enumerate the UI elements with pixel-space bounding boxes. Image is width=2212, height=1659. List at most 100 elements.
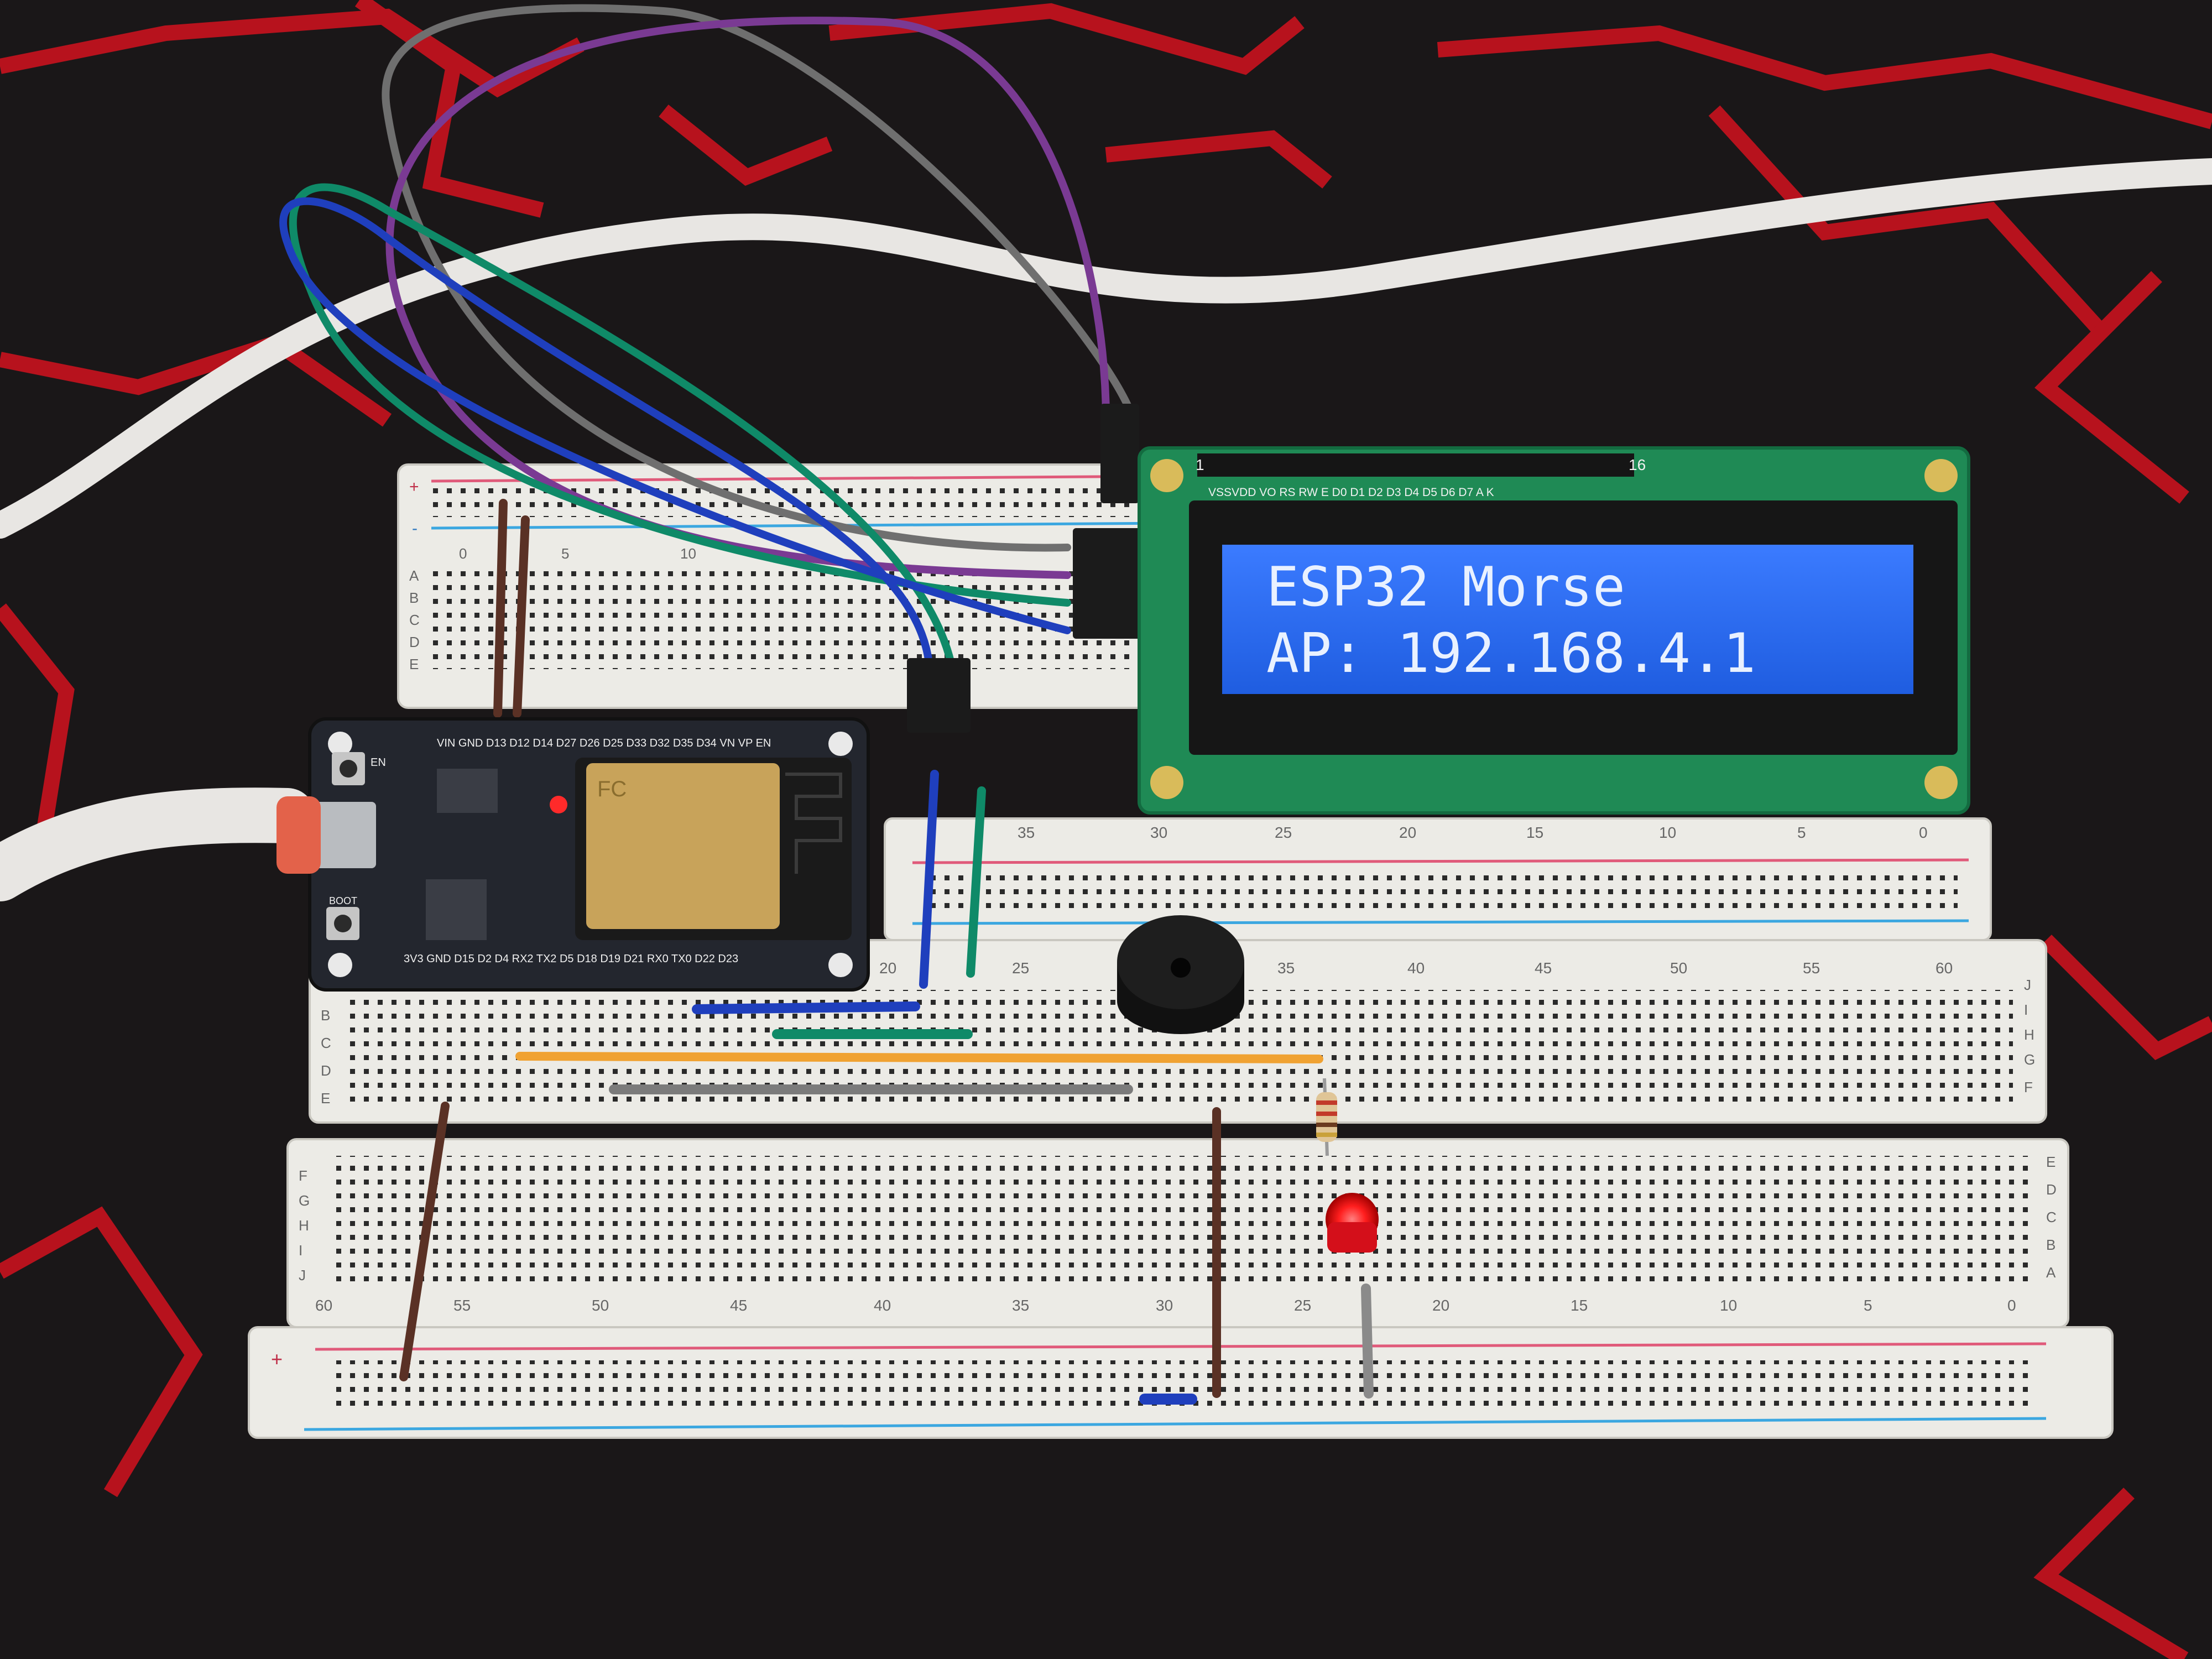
col-number: 0 (459, 545, 467, 562)
row-letter: E (321, 1090, 330, 1107)
row-letter: C (321, 1035, 331, 1051)
col-number: 20 (1432, 1297, 1449, 1314)
regulator-chip (437, 769, 498, 813)
row-letter: G (299, 1192, 310, 1209)
col-number: 45 (730, 1297, 747, 1314)
col-number: 25 (1275, 824, 1292, 841)
mount-hole (328, 732, 352, 756)
esp32-board: VIN GND D13 D12 D14 D27 D26 D25 D33 D32 … (276, 717, 870, 992)
lcd-pin-labels: VSSVDD VO RS RW E D0 D1 D2 D3 D4 D5 D6 D… (1208, 486, 1494, 499)
module-mark: FC (597, 777, 627, 801)
top-row-letters: A B C D E (409, 567, 420, 672)
col-number: 25 (1294, 1297, 1311, 1314)
en-button-label: EN (371, 757, 386, 769)
col-number: 30 (1150, 824, 1167, 841)
usb-port (310, 802, 376, 868)
row-letter: A (2046, 1264, 2056, 1281)
col-number: 5 (561, 545, 569, 562)
row-letter: B (2046, 1237, 2056, 1253)
col-number: 20 (1399, 824, 1416, 841)
row-letter: J (2024, 977, 2031, 993)
col-number: 40 (874, 1297, 891, 1314)
overhead-wires (279, 4, 1138, 667)
esp-bottom-pin-labels: 3V3 GND D15 D2 D4 RX2 TX2 D5 D18 D19 D21… (404, 953, 738, 965)
mount-hole (1150, 459, 1183, 492)
row-letter: H (2024, 1026, 2034, 1043)
col-number: 55 (453, 1297, 471, 1314)
col-number: 55 (1803, 959, 1820, 977)
power-led (550, 796, 567, 813)
row-letter: F (299, 1167, 307, 1184)
mount-hole (1924, 459, 1958, 492)
row-letter: D (409, 634, 420, 650)
row-letter: I (2024, 1001, 2028, 1018)
resistor (1316, 1078, 1337, 1156)
lcd-pin-last: 16 (1629, 456, 1646, 473)
lcd-line-2: AP: 192.168.4.1 (1266, 622, 1756, 685)
row-letter: C (2046, 1209, 2057, 1225)
row-letter: I (299, 1242, 302, 1259)
dupont-connectors (907, 404, 1142, 733)
mount-hole (1924, 766, 1958, 799)
minus-label: - (412, 519, 418, 538)
row-letter: C (409, 612, 420, 628)
col-number: 35 (1277, 959, 1295, 977)
jumper-wires (399, 499, 1374, 1405)
row-letter: E (2046, 1154, 2056, 1170)
row-letter: B (409, 589, 419, 606)
col-number: 35 (1018, 824, 1035, 841)
col-number: 25 (1012, 959, 1029, 977)
breadboard-rail-upper: 35 30 25 20 15 10 5 0 (884, 817, 1992, 941)
lcd-screen (1222, 545, 1913, 694)
row-letter: F (2024, 1079, 2033, 1095)
col-number: 60 (1936, 959, 1953, 977)
row-letter: E (409, 656, 419, 672)
usb-cable-white (0, 158, 2212, 539)
lcd-pin-first: 1 (1196, 456, 1204, 473)
esp-top-pin-labels: VIN GND D13 D12 D14 D27 D26 D25 D33 D32 … (437, 737, 771, 749)
col-number: 20 (879, 959, 896, 977)
col-number: 0 (2007, 1297, 2016, 1314)
plus-label: + (409, 478, 419, 496)
col-number: 35 (1012, 1297, 1029, 1314)
mount-hole (1150, 766, 1183, 799)
breadboard-bottom: 60 55 50 45 40 35 30 25 20 15 10 5 0 F G… (286, 1138, 2069, 1328)
row-letter: B (321, 1007, 330, 1024)
col-number: 45 (1535, 959, 1552, 977)
plus-label: + (271, 1348, 283, 1370)
col-number: 5 (1797, 824, 1806, 841)
col-number: 10 (1720, 1297, 1737, 1314)
row-letter: D (321, 1062, 331, 1079)
row-letter: A (409, 567, 419, 584)
col-number: 10 (1659, 824, 1676, 841)
row-letter: G (2024, 1051, 2035, 1068)
col-number: 30 (1156, 1297, 1173, 1314)
antenna-trace (785, 773, 842, 874)
uart-chip (426, 879, 487, 940)
red-led (1326, 1193, 1379, 1253)
mount-hole (828, 732, 853, 756)
lcd-module: 1 16 VSSVDD VO RS RW E D0 D1 D2 D3 D4 D5… (1138, 446, 1970, 815)
buzzer (1117, 915, 1244, 1034)
row-letter: J (299, 1267, 306, 1284)
lcd-header (1197, 453, 1634, 477)
mount-hole (328, 953, 352, 977)
lcd-line-1: ESP32 Morse (1266, 556, 1625, 619)
wifi-module-shield (586, 763, 780, 929)
col-number: 0 (1919, 824, 1928, 841)
row-letter: D (2046, 1181, 2057, 1198)
col-number: 5 (1864, 1297, 1872, 1314)
col-number: 50 (1670, 959, 1687, 977)
usb-cable-lower (0, 787, 315, 901)
boot-button-label: BOOT (329, 895, 357, 906)
col-number: 50 (592, 1297, 609, 1314)
top-col-numbers: 0 5 10 (459, 545, 696, 562)
col-number: 60 (315, 1297, 332, 1314)
mount-hole (828, 953, 853, 977)
col-number: 15 (1526, 824, 1543, 841)
col-number: 10 (680, 545, 696, 562)
usb-plug (276, 796, 321, 874)
col-number: 40 (1407, 959, 1425, 977)
